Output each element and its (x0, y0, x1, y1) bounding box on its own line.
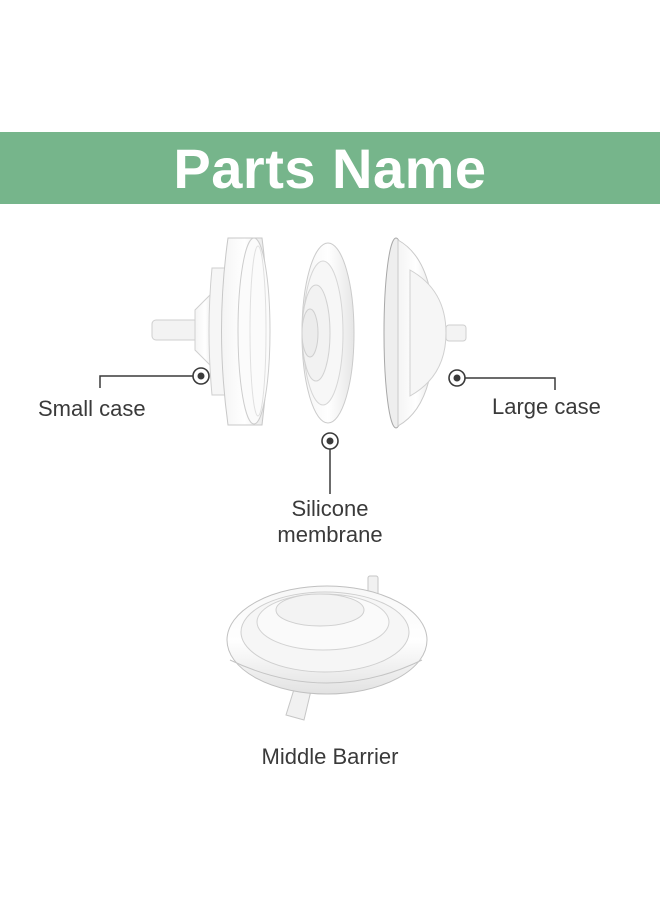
large-case-leader (465, 377, 556, 390)
silicone-membrane-label: Silicone membrane (250, 496, 410, 548)
silicone-label-line2: membrane (277, 522, 383, 547)
target-dot-icon (192, 367, 210, 385)
large-case-label: Large case (492, 394, 601, 419)
silicone-label-line1: Silicone (291, 496, 369, 521)
large-case-part (383, 237, 467, 429)
small-case-leader (99, 375, 193, 388)
title-banner: Parts Name (0, 132, 660, 204)
callout-lines (99, 375, 556, 494)
small-case-label: Small case (38, 396, 146, 421)
small-case-part (151, 237, 271, 426)
target-dot-icon (321, 432, 339, 450)
middle-barrier-part (226, 575, 428, 721)
page-title: Parts Name (173, 136, 487, 200)
middle-barrier-label: Middle Barrier (261, 744, 399, 769)
silicone-membrane-part (301, 242, 355, 424)
target-dot-icon (448, 369, 466, 387)
